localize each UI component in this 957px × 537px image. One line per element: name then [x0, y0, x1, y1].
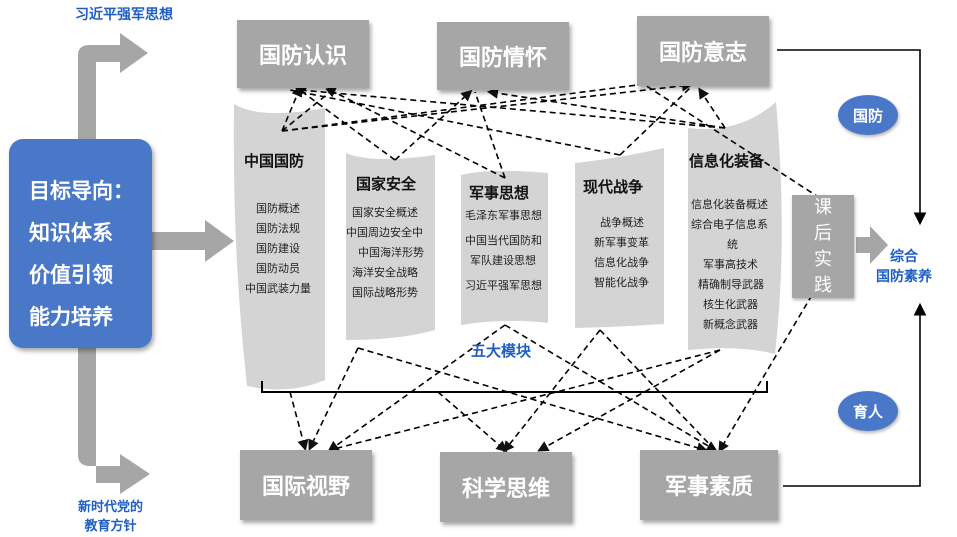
bottom-branch-label-line2: 教育方针 [84, 519, 137, 534]
branch-arrows [78, 33, 888, 494]
module-1-item: 国防建设 [256, 242, 300, 255]
module-2-item: 国际战略形势 [352, 286, 418, 299]
module-2-item: 海洋安全战略 [352, 266, 418, 279]
goal-line-2: 知识体系 [29, 221, 113, 245]
module-1-item: 国防概述 [256, 202, 300, 215]
module-5-item: 信息化装备概述 [691, 198, 768, 211]
bottom-branch-label: 新时代党的 教育方针 [78, 496, 143, 534]
module-1-item: 国防法规 [256, 222, 300, 235]
national-defense-circle: 国防 [838, 95, 898, 135]
result-connectors [777, 49, 927, 487]
top-box-defense-sentiment: 国防情怀 [437, 22, 569, 90]
result-line1: 综合 [890, 249, 918, 265]
module-5-item: 综合电子信息系 [691, 218, 768, 231]
module-5-item: 军事高技术 [703, 258, 758, 271]
module-4-title: 现代战争 [583, 178, 644, 196]
practice-char: 后 [814, 222, 832, 244]
module-2-item: 中国海洋形势 [358, 246, 424, 259]
module-2-item: 中国周边安全中 [346, 226, 423, 239]
practice-char: 课 [814, 196, 832, 218]
module-2-item: 国家安全概述 [352, 206, 418, 219]
module-4-item: 战争概述 [600, 216, 644, 229]
module-4-item: 信息化战争 [594, 256, 649, 269]
module-5-item: 精确制导武器 [698, 278, 764, 291]
goal-line-4: 能力培养 [29, 305, 113, 329]
module-card-1 [233, 104, 325, 390]
practice-char: 实 [814, 248, 832, 270]
module-3-item: 军队建设思想 [470, 254, 536, 267]
modules-label: 五大模块 [471, 342, 532, 360]
module-5-item: 统 [727, 238, 738, 251]
dashed-links [281, 80, 821, 454]
module-5-title: 信息化装备 [689, 152, 765, 170]
bottom-box-military-quality: 军事素质 [640, 450, 778, 520]
goal-box: 目标导向： 知识体系 价值引领 能力培养 [9, 139, 152, 348]
education-circle: 育人 [838, 391, 898, 431]
result-line2: 国防素养 [876, 269, 932, 285]
module-card-4 [575, 148, 664, 328]
module-3-title: 军事思想 [469, 184, 530, 202]
module-card-2 [346, 153, 435, 340]
module-3-item: 中国当代国防和 [465, 234, 542, 247]
module-cards [233, 102, 782, 390]
module-card-5 [688, 102, 782, 354]
top-box-defense-awareness: 国防认识 [237, 20, 369, 88]
module-1-item: 中国武装力量 [245, 282, 311, 295]
module-4-item: 智能化战争 [594, 276, 649, 289]
module-5-item: 核生化武器 [703, 298, 758, 311]
module-2-title: 国家安全 [356, 175, 417, 193]
modules-bracket [261, 381, 768, 393]
module-5-item: 新概念武器 [703, 318, 758, 331]
bottom-branch-label-line1: 新时代党的 [78, 500, 144, 515]
bottom-box-scientific-thinking: 科学思维 [440, 452, 572, 522]
module-card-3 [461, 170, 548, 325]
top-branch-label: 习近平强军思想 [75, 7, 173, 23]
module-1-title: 中国国防 [244, 152, 305, 170]
result-label: 综合 国防素养 [876, 247, 932, 287]
top-box-defense-will: 国防意志 [637, 16, 769, 86]
module-3-item: 习近平强军思想 [465, 279, 542, 292]
module-1-item: 国防动员 [256, 262, 300, 275]
module-3-item: 毛泽东军事思想 [465, 209, 542, 222]
practice-char: 践 [814, 274, 832, 296]
goal-line-3: 价值引领 [29, 263, 113, 287]
goal-line-1: 目标导向： [29, 179, 134, 203]
after-class-practice-box: 课 后 实 践 [792, 195, 854, 298]
module-4-item: 新军事变革 [594, 236, 649, 249]
bottom-box-global-vision: 国际视野 [240, 450, 372, 520]
